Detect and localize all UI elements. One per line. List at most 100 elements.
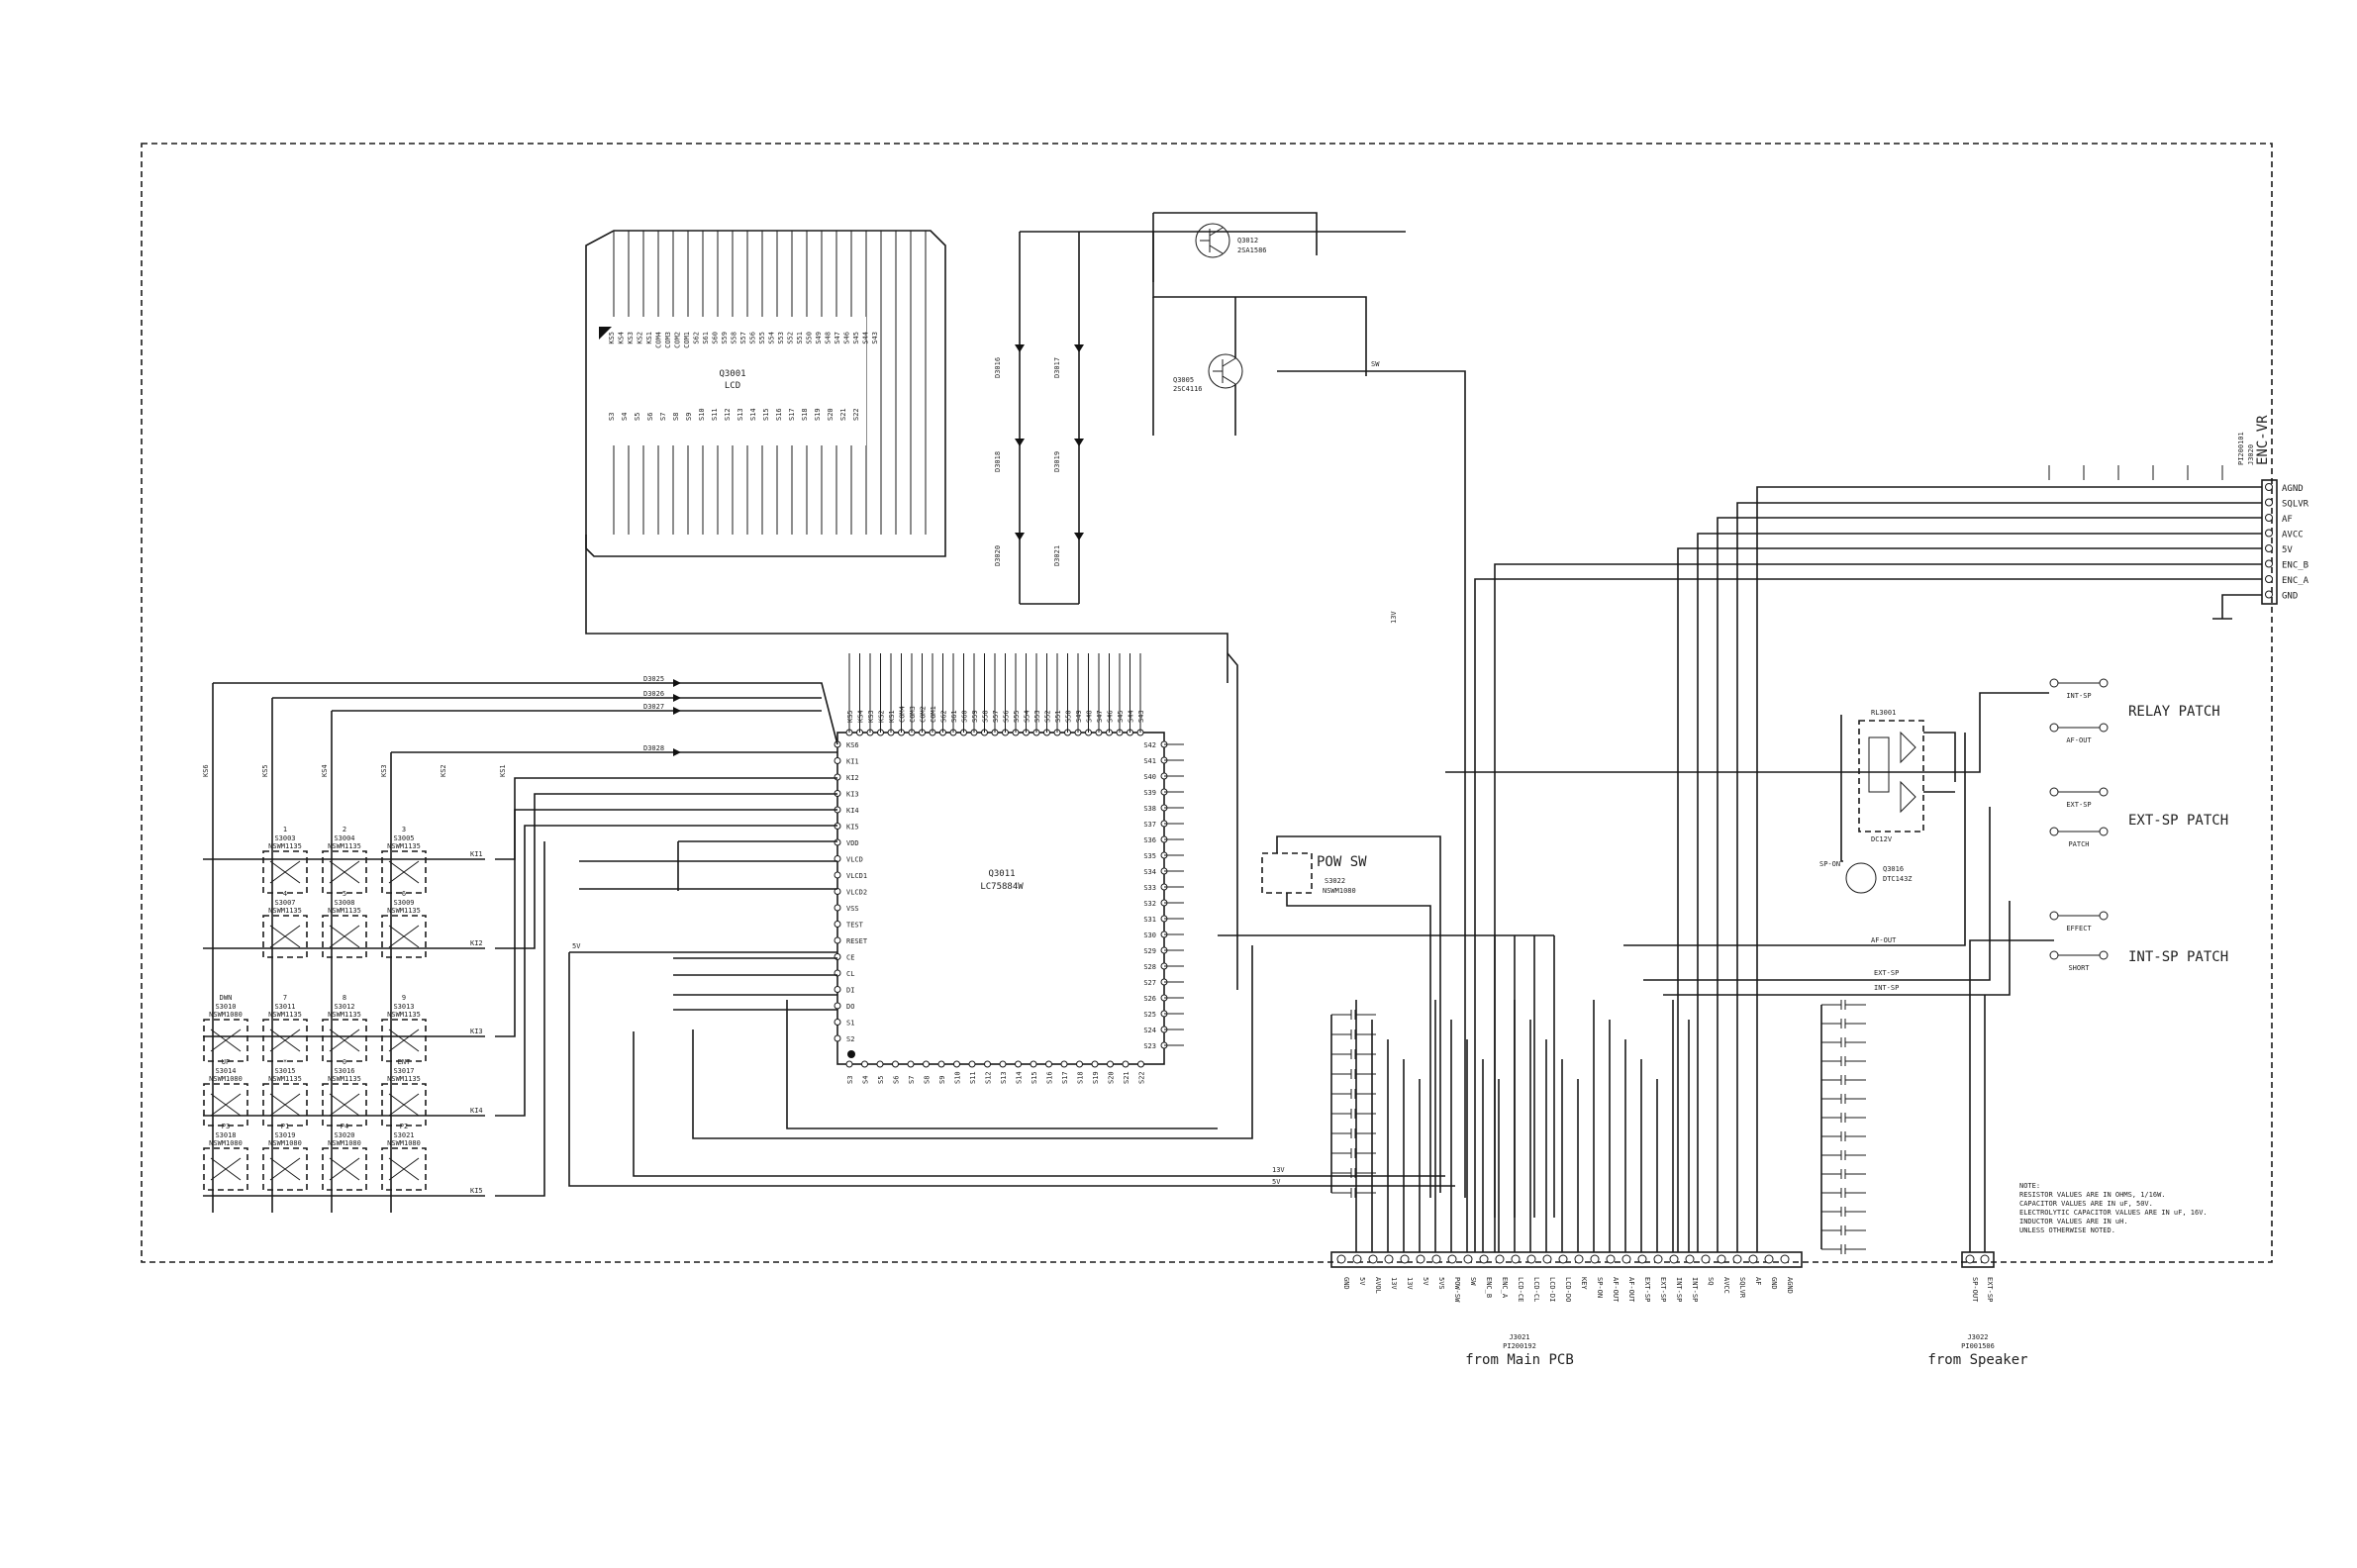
mcu-pin-label: S60 <box>961 710 969 723</box>
key-switch-contacts <box>269 1157 301 1181</box>
lcd-top-pin-label: S50 <box>806 332 814 344</box>
mcu-pin <box>999 1060 1007 1068</box>
lcd-top-pin-label: KS4 <box>618 332 626 344</box>
transistor-q3012-ref: Q3012 <box>1237 237 1258 245</box>
power-switch: POW SW S3022 NSWM1080 <box>1261 835 1441 1198</box>
mcu-pin-label: KI1 <box>846 758 859 766</box>
mcu-pin-label: S32 <box>1143 900 1156 908</box>
capacitor-symbol <box>1821 1094 1866 1104</box>
led-symbol <box>1015 439 1025 446</box>
key-part: NSWM1135 <box>387 1075 421 1083</box>
capacitor-symbol <box>1331 1049 1376 1059</box>
mcu-pin-label: S40 <box>1143 773 1156 781</box>
capacitor-symbol <box>1821 1019 1866 1029</box>
key-row-net-label: KI5 <box>470 1187 483 1195</box>
main-connector-pin <box>1748 1254 1758 1264</box>
bus-verticals <box>1355 1000 1690 1252</box>
key-switch-outline <box>381 915 427 958</box>
speaker-connector-pin <box>1980 1254 1990 1264</box>
mcu-pin-label: S19 <box>1092 1071 1100 1084</box>
mcu-body <box>836 732 1165 1065</box>
led-ref: D3020 <box>994 545 1002 566</box>
key-switch-outline <box>203 1147 248 1191</box>
patch-jack-label: INT-SP <box>2066 692 2091 700</box>
main-connector-pin-label: ENC_B <box>1485 1277 1493 1298</box>
main-connector-pin <box>1606 1254 1616 1264</box>
rail-5v-label: 5V <box>1272 1178 1281 1186</box>
enc-wire <box>1736 502 2262 1252</box>
lcd-bottom-pin-label: S9 <box>685 413 693 421</box>
enc-connector-pin <box>2265 498 2273 507</box>
mcu-pin-label: DO <box>846 1003 854 1011</box>
enc-connector-pin-label: ENC_B <box>2282 561 2308 571</box>
lcd-bottom-pin-label: S7 <box>659 413 667 421</box>
key-switch-contacts <box>388 1029 420 1052</box>
key-ref: S3018 <box>215 1131 236 1139</box>
mcu-pin-label: S20 <box>1108 1071 1116 1084</box>
mcu-pin <box>834 1034 841 1042</box>
main-connector-pin-label: 5V <box>1422 1277 1429 1286</box>
key-label: P2 <box>400 1123 408 1130</box>
capacitor-bank-right <box>1820 1000 1866 1254</box>
capacitor-bank-left <box>1330 1010 1376 1198</box>
mcu-pin-label: S55 <box>1013 710 1021 723</box>
enc-wire <box>1756 486 2262 1252</box>
main-connector-pin <box>1447 1254 1457 1264</box>
key-label: 7 <box>283 994 287 1002</box>
key-switch-contacts <box>388 1157 420 1181</box>
enc-connector-pin-label: ENC_A <box>2282 576 2309 586</box>
speaker-connector-pin-label: EXT-SP <box>1986 1277 1994 1302</box>
enc-connector-part: PI200101 <box>2237 432 2245 465</box>
lcd-top-pin-label: S49 <box>815 332 823 344</box>
patch-jack <box>2049 950 2059 960</box>
led-symbol <box>1074 344 1084 352</box>
mcu-pin <box>937 1060 945 1068</box>
lcd-top-pin-label: S51 <box>796 332 804 344</box>
patch-jack <box>2049 827 2059 836</box>
key-switch-outline <box>262 1019 308 1062</box>
mcu-pin-label: S22 <box>1138 1071 1146 1084</box>
lcd-top-pin-label: KS2 <box>637 332 644 344</box>
enc-connector-pin <box>2265 559 2273 568</box>
key-label: DWN <box>220 994 233 1002</box>
transistor-q3016-ref: Q3016 <box>1883 865 1904 873</box>
ks-net-label: KS4 <box>321 764 329 777</box>
mcu-pin <box>876 1060 884 1068</box>
mcu-pin-label: S56 <box>1003 710 1011 723</box>
key-part: NSWM1135 <box>268 907 302 915</box>
mcu-pin-label: S5 <box>877 1076 885 1084</box>
main-connector-pin <box>1542 1254 1552 1264</box>
ks-diode-ref: D3026 <box>643 690 664 698</box>
lcd-bottom-pin-label: S21 <box>839 408 847 421</box>
lcd-top-pin-label: COM3 <box>664 332 672 348</box>
patch-jack <box>2099 723 2109 733</box>
mcu-pin-label: S16 <box>1046 1071 1054 1084</box>
note-line: CAPACITOR VALUES ARE IN uF, 50V. <box>2019 1200 2153 1208</box>
key-ref: S3014 <box>215 1067 236 1075</box>
patch-jack-label: EXT-SP <box>2066 801 2091 809</box>
enc-wires <box>1474 465 2262 1252</box>
led-ref: D3019 <box>1053 451 1061 472</box>
main-connector-pin-label: 13V <box>1390 1277 1398 1290</box>
capacitor-symbol <box>1331 1168 1376 1178</box>
ks-diode-symbol <box>673 694 681 702</box>
patch-jack <box>2049 723 2059 733</box>
capacitor-symbol <box>1821 1113 1866 1123</box>
mcu-pin-label: S18 <box>1077 1071 1085 1084</box>
lcd-bottom-pin-label: S4 <box>621 413 629 421</box>
key-switch-outline <box>322 1083 367 1127</box>
mcu-pin-label: S28 <box>1143 963 1156 971</box>
mcu-pin <box>968 1060 976 1068</box>
lcd-bottom-pin-label: S17 <box>788 408 796 421</box>
led-symbol <box>1015 533 1025 540</box>
lcd-bottom-pin-label: S15 <box>762 408 770 421</box>
main-connector-pin <box>1416 1254 1425 1264</box>
mcu-pin-label: KI5 <box>846 824 859 832</box>
key-switch-outline <box>322 1019 367 1062</box>
key-switch-outline <box>381 1147 427 1191</box>
main-connector-pin <box>1336 1254 1346 1264</box>
led-symbol <box>1074 439 1084 446</box>
mcu-pin <box>834 1002 841 1010</box>
